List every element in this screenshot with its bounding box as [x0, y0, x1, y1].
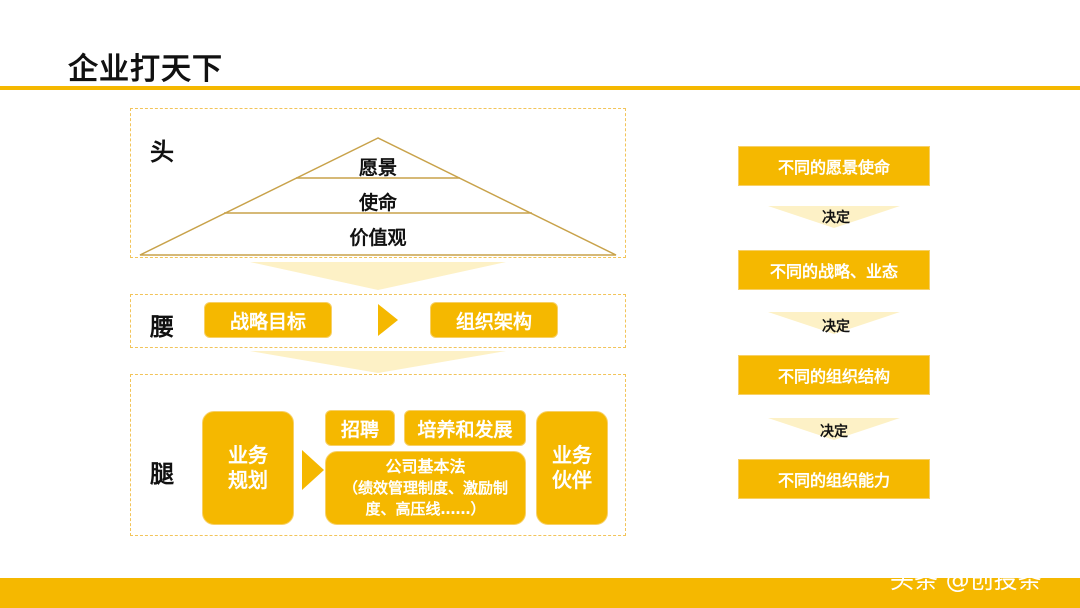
training-box: 培养和发展: [404, 410, 526, 446]
flow-box-org-capability: 不同的组织能力: [738, 459, 930, 499]
pyramid-level-vision: 愿景: [358, 157, 397, 179]
decide-arrow: [768, 312, 900, 334]
down-fade-arrow: [250, 351, 506, 373]
decide-arrow: [768, 418, 900, 440]
decide-label: 决定: [822, 319, 850, 335]
strategy-goal-box: 战略目标: [204, 302, 332, 338]
company-basic-law-title: 公司基本法: [385, 456, 466, 476]
head-label: 头: [150, 138, 174, 166]
flow-box-strategy: 不同的战略、业态: [738, 250, 930, 290]
company-basic-law-box: 公司基本法 （绩效管理制度、激励制度、高压线……）: [325, 451, 526, 525]
flow-box-org-structure: 不同的组织结构: [738, 355, 930, 395]
waist-label: 腰: [150, 313, 174, 341]
arrow-right-icon: [378, 304, 398, 336]
arrow-right-icon: [302, 450, 324, 490]
business-partner-box: 业务 伙伴: [536, 411, 608, 525]
pyramid-outline: [139, 137, 617, 256]
head-section: [130, 108, 626, 258]
title-divider: [0, 86, 1080, 90]
decide-arrow: [768, 206, 900, 228]
waist-section: [130, 294, 626, 348]
watermark: 头条 @创投条: [890, 566, 1042, 594]
business-planning-box: 业务 规划: [202, 411, 294, 525]
company-basic-law-detail: （绩效管理制度、激励制度、高压线……）: [342, 479, 508, 519]
recruit-box: 招聘: [325, 410, 395, 446]
flow-box-vision: 不同的愿景使命: [738, 146, 930, 186]
legs-label: 腿: [150, 460, 174, 488]
pyramid-level-mission: 使命: [358, 192, 397, 214]
pyramid-level-values: 价值观: [349, 227, 407, 249]
decide-label: 决定: [822, 210, 850, 226]
legs-section: [130, 374, 626, 536]
org-structure-box: 组织架构: [430, 302, 558, 338]
page-title: 企业打天下: [68, 52, 223, 87]
pyramid: [139, 137, 617, 256]
decide-label: 决定: [820, 424, 848, 440]
down-fade-arrow: [250, 262, 506, 290]
footer-bar: [0, 578, 1080, 608]
